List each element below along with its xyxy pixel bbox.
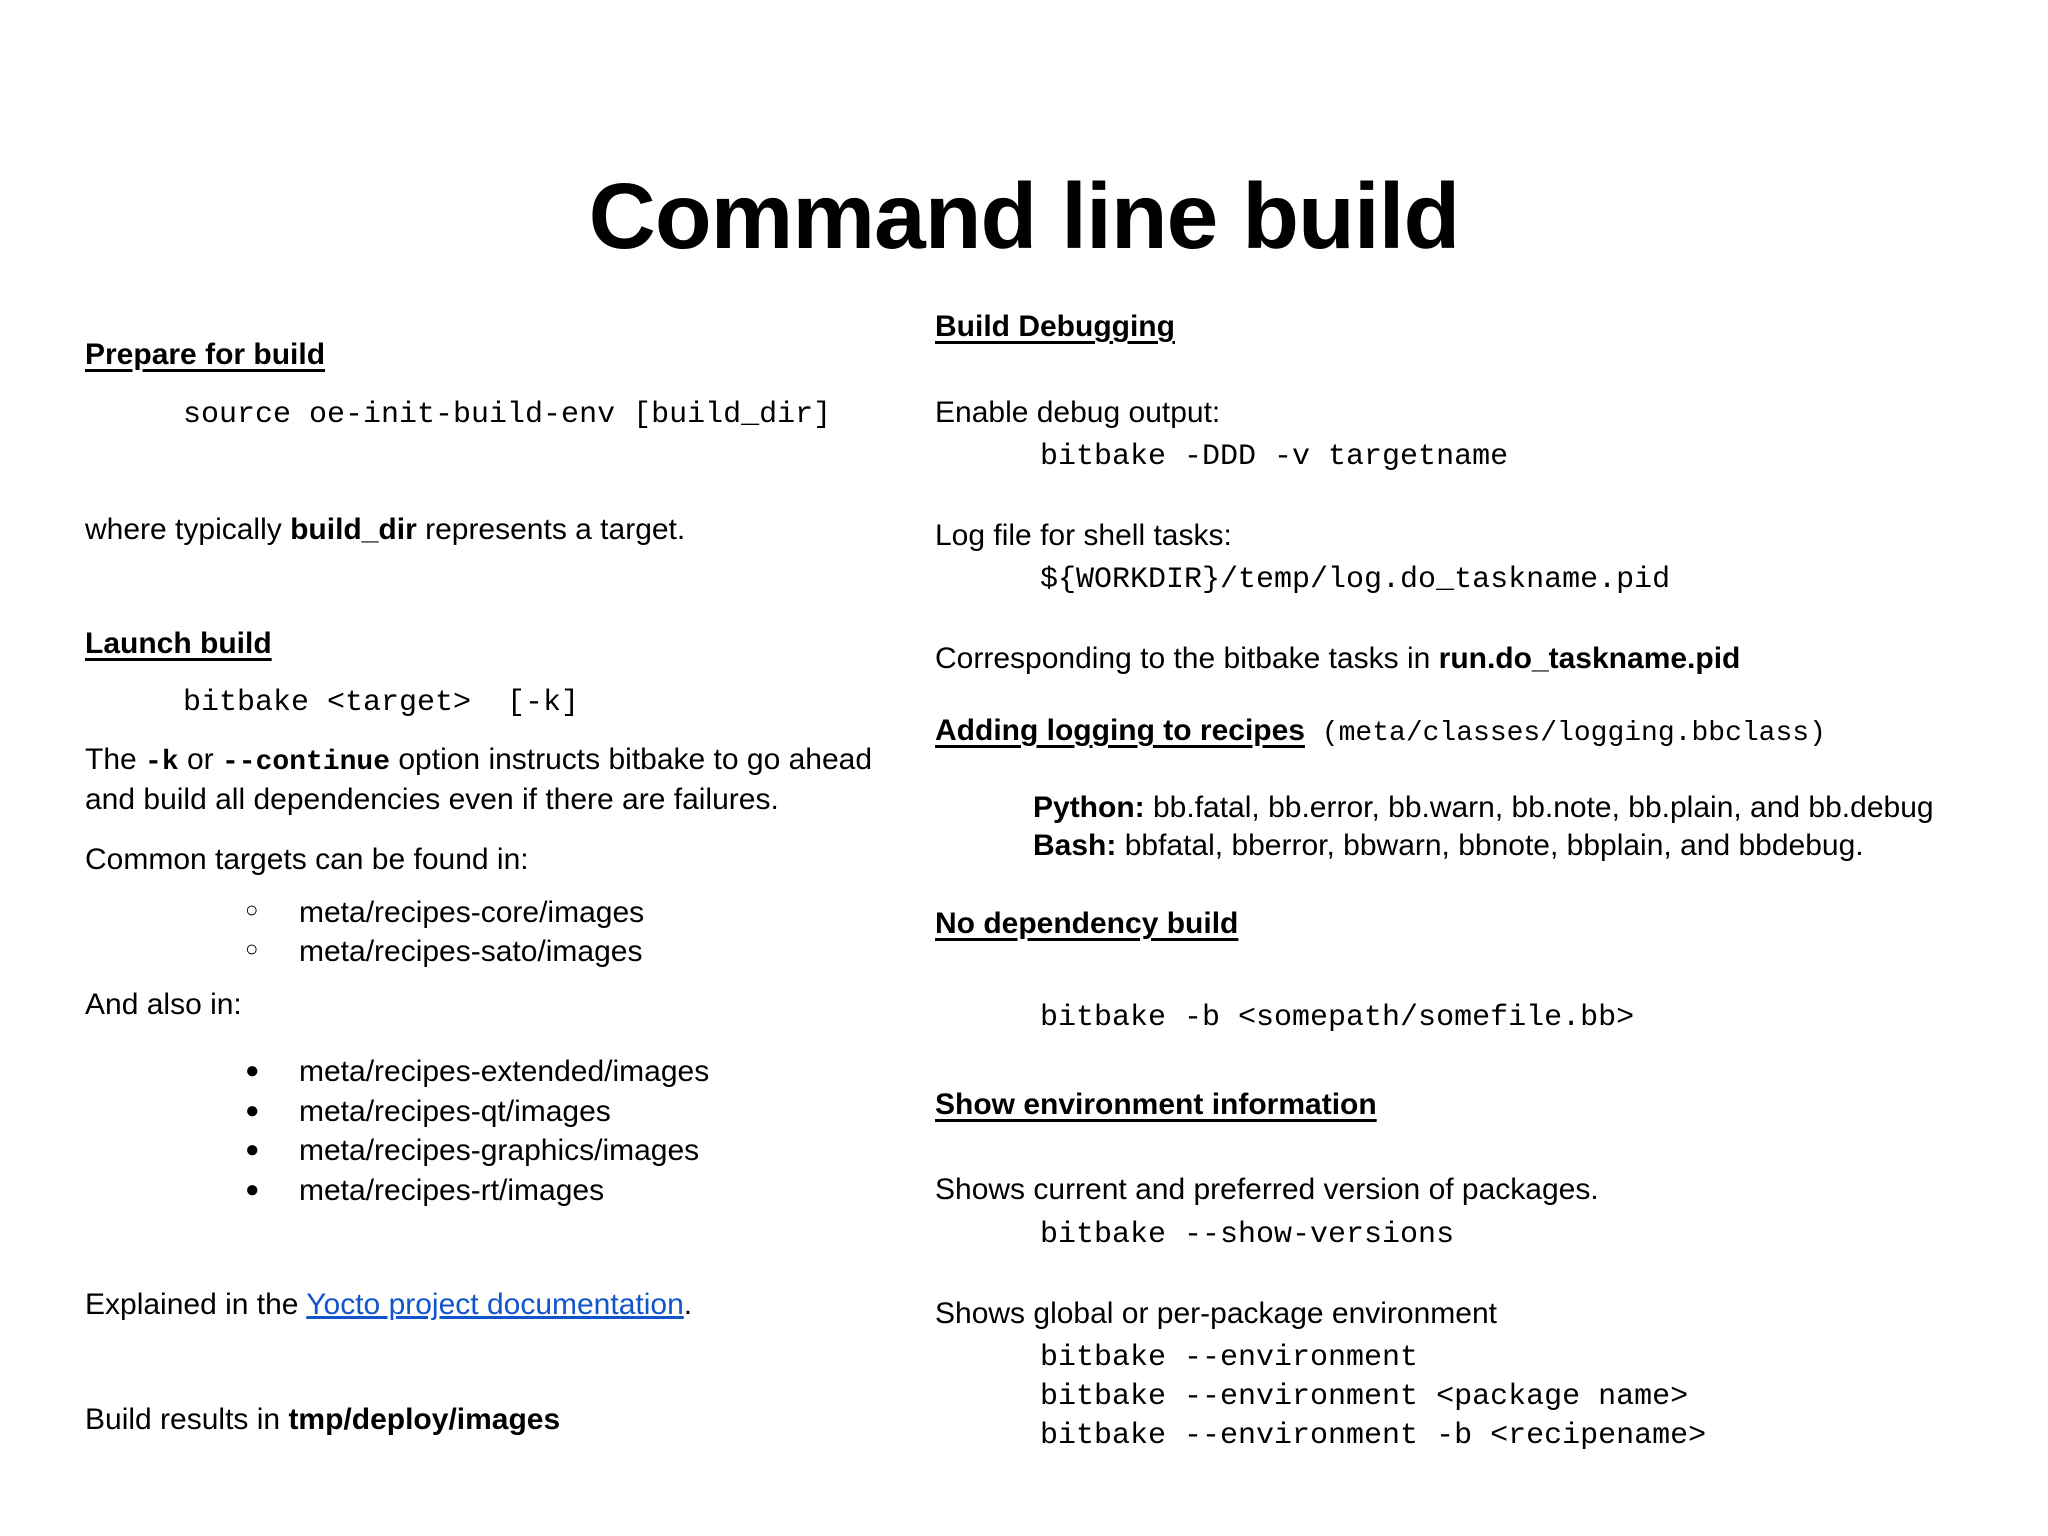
heading-adding-logging-to-recipes: Adding logging to recipes	[935, 713, 1305, 747]
page-title: Command line build	[588, 164, 1461, 268]
label-enable-debug-output: Enable debug output:	[935, 395, 1221, 429]
paragraph-continue-option: The -k or --continue option instructs bi…	[85, 741, 915, 819]
bash-functions: bbfatal, bberror, bbwarn, bbnote, bbplai…	[1116, 829, 1864, 863]
paragraph-python-log-functions: Python: bb.fatal, bb.error, bb.warn, bb.…	[935, 789, 2000, 827]
heading-no-dependency-build: No dependency build	[935, 907, 1239, 941]
python-label: Python:	[1033, 791, 1145, 825]
filled-bullet-icon: ●	[245, 1057, 260, 1085]
label-shows-versions: Shows current and preferred version of p…	[935, 1173, 1599, 1207]
label-shows-environment: Shows global or per-package environment	[935, 1296, 1497, 1330]
list-item: ○ meta/recipes-core/images	[85, 893, 915, 933]
left-column: Prepare for build source oe-init-build-e…	[85, 336, 915, 1439]
continue-text-2: or	[178, 743, 222, 777]
corresponding-prefix: Corresponding to the bitbake tasks in	[935, 641, 1439, 675]
continue-text-1: The	[85, 743, 146, 777]
corresponding-filename: run.do_taskname.pid	[1438, 641, 1741, 675]
code-bitbake-target: bitbake <target> [-k]	[183, 686, 580, 721]
code-bitbake-environment-recipe: bitbake --environment -b <recipename>	[1040, 1418, 1707, 1453]
list-common-targets: ○ meta/recipes-core/images ○ meta/recipes-…	[85, 893, 915, 972]
right-column: Build Debugging Enable debug output: bit…	[935, 308, 2000, 1456]
explained-prefix: Explained in the	[85, 1288, 307, 1322]
hollow-bullet-icon: ○	[245, 936, 259, 962]
list-item: ● meta/recipes-extended/images	[85, 1052, 915, 1092]
link-yocto-project-documentation[interactable]: Yocto project documentation	[306, 1288, 684, 1322]
note-build-dir-prefix: where typically	[85, 512, 291, 546]
paragraph-build-results: Build results in tmp/deploy/images	[85, 1401, 915, 1439]
code-bitbake-environment: bitbake --environment	[1040, 1340, 1419, 1375]
continue-text-3: option instructs bitbake to go ahead and…	[85, 743, 873, 816]
list-item-label: meta/recipes-qt/images	[299, 1094, 611, 1128]
list-item: ● meta/recipes-graphics/images	[85, 1131, 915, 1171]
build-results-path: tmp/deploy/images	[288, 1402, 561, 1436]
paragraph-bash-log-functions: Bash: bbfatal, bberror, bbwarn, bbnote, …	[935, 827, 2000, 865]
explained-suffix: .	[683, 1288, 693, 1322]
filled-bullet-icon: ●	[245, 1096, 260, 1124]
list-item: ● meta/recipes-rt/images	[85, 1171, 915, 1211]
code-bitbake-ddd-v: bitbake -DDD -v targetname	[1040, 439, 1509, 474]
list-item-label: meta/recipes-sato/images	[299, 935, 643, 969]
list-item: ● meta/recipes-qt/images	[85, 1092, 915, 1132]
paragraph-corresponding-tasks: Corresponding to the bitbake tasks in ru…	[935, 640, 2000, 678]
python-functions: bb.fatal, bb.error, bb.warn, bb.note, bb…	[1144, 791, 1934, 825]
paragraph-explained-in-docs: Explained in the Yocto project documenta…	[85, 1286, 915, 1324]
heading-prepare-for-build: Prepare for build	[85, 338, 326, 371]
heading-show-environment-information: Show environment information	[935, 1087, 1377, 1121]
label-log-file-shell-tasks: Log file for shell tasks:	[935, 518, 1232, 552]
list-item-label: meta/recipes-rt/images	[299, 1173, 605, 1207]
code-workdir-temp-log: ${WORKDIR}/temp/log.do_taskname.pid	[1040, 562, 1671, 597]
code-bitbake-environment-package: bitbake --environment <package name>	[1040, 1379, 1689, 1414]
bash-label: Bash:	[1033, 829, 1117, 863]
note-build-dir-suffix: represents a target.	[416, 512, 686, 546]
logging-bbclass-path: (meta/classes/logging.bbclass)	[1305, 717, 1826, 749]
code-source-oe-init-build-env: source oe-init-build-env [build_dir]	[183, 397, 832, 432]
list-item: ○ meta/recipes-sato/images	[85, 932, 915, 972]
heading-launch-build: Launch build	[85, 626, 272, 660]
continue-flag-continue: --continue	[222, 747, 391, 779]
filled-bullet-icon: ●	[245, 1175, 260, 1203]
label-common-targets: Common targets can be found in:	[85, 842, 529, 876]
hollow-bullet-icon: ○	[245, 896, 259, 922]
list-item-label: meta/recipes-graphics/images	[299, 1134, 700, 1168]
code-bitbake-b-somefile: bitbake -b <somepath/somefile.bb>	[1040, 1000, 1635, 1035]
build-results-prefix: Build results in	[85, 1402, 289, 1436]
note-build-dir-bold: build_dir	[290, 512, 417, 546]
note-build-dir: where typically build_dir represents a t…	[85, 511, 915, 549]
list-item-label: meta/recipes-extended/images	[299, 1055, 710, 1089]
label-and-also-in: And also in:	[85, 988, 242, 1022]
heading-build-debugging: Build Debugging	[935, 310, 1175, 343]
filled-bullet-icon: ●	[245, 1136, 260, 1164]
list-also-in: ● meta/recipes-extended/images ● meta/reci…	[85, 1052, 915, 1210]
heading-adding-logging-row: Adding logging to recipes (meta/classes/…	[935, 712, 2000, 750]
list-item-label: meta/recipes-core/images	[299, 895, 645, 929]
continue-flag-k: -k	[145, 747, 179, 779]
code-bitbake-show-versions: bitbake --show-versions	[1040, 1217, 1455, 1252]
